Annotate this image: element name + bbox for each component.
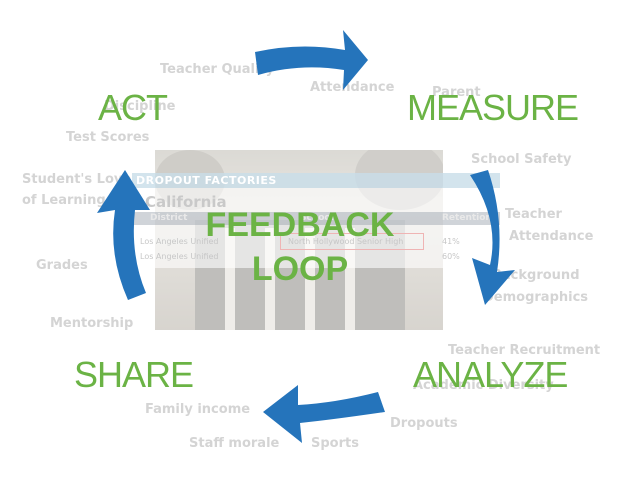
term-school-safety: School Safety <box>471 152 572 167</box>
term-demographics: Demographics <box>483 290 589 305</box>
center-title-line2: LOOP <box>251 250 349 288</box>
term-dropouts: Dropouts <box>390 416 458 431</box>
term-family-income: Family income <box>145 402 251 417</box>
highlight-box <box>280 233 424 250</box>
arrow-measure-to-analyze <box>470 170 515 305</box>
term-teacher-quality: Teacher Quality <box>160 62 275 77</box>
term-teacher-attendance: Attendance <box>509 229 594 244</box>
arrow-analyze-to-share <box>263 385 385 443</box>
table-cell: Los Angeles Unified <box>140 252 219 261</box>
stage-analyze: ANALYZE <box>413 354 568 395</box>
term-sports: Sports <box>311 436 359 451</box>
arrow-share-to-act <box>97 170 150 300</box>
table-cell: North Hollywood Senior High <box>288 237 404 246</box>
term-discipline: Discipline <box>104 99 176 114</box>
dropout-table <box>132 188 500 268</box>
header-district: District <box>150 213 188 223</box>
term-attendance: Attendance <box>310 80 395 95</box>
stage-share: SHARE <box>74 354 194 395</box>
dropout-banner-text: DROPOUT FACTORIES <box>136 174 277 187</box>
term-students-love: Student's Love <box>22 172 132 187</box>
header-retention: Retention <box>442 213 492 223</box>
term-grades: Grades <box>36 258 88 273</box>
term-teacher-recruitment: Teacher Recruitment <box>448 343 601 358</box>
term-of-learning: of Learning <box>22 193 106 208</box>
term-staff-morale: Staff morale <box>189 436 280 451</box>
term-test-scores: Test Scores <box>66 130 150 145</box>
center-title-line1: FEEDBACK <box>205 206 395 244</box>
dropout-banner <box>132 173 500 188</box>
term-mentorship: Mentorship <box>50 316 134 331</box>
term-academic-diversity: Academic Diversity <box>413 378 554 393</box>
arrow-act-to-measure <box>255 30 368 90</box>
stage-act: ACT <box>98 87 168 128</box>
table-cell: 60% <box>442 252 460 261</box>
table-cell: 41% <box>442 237 460 246</box>
header-school: School <box>300 213 334 223</box>
table-header <box>132 212 500 225</box>
stage-measure: MEASURE <box>407 87 579 128</box>
term-teacher: Teacher <box>505 207 562 222</box>
table-cell: Los Angeles Unified <box>140 237 219 246</box>
term-background: Background <box>492 268 580 283</box>
state-title: California <box>145 193 227 211</box>
term-parent: Parent <box>432 85 481 100</box>
